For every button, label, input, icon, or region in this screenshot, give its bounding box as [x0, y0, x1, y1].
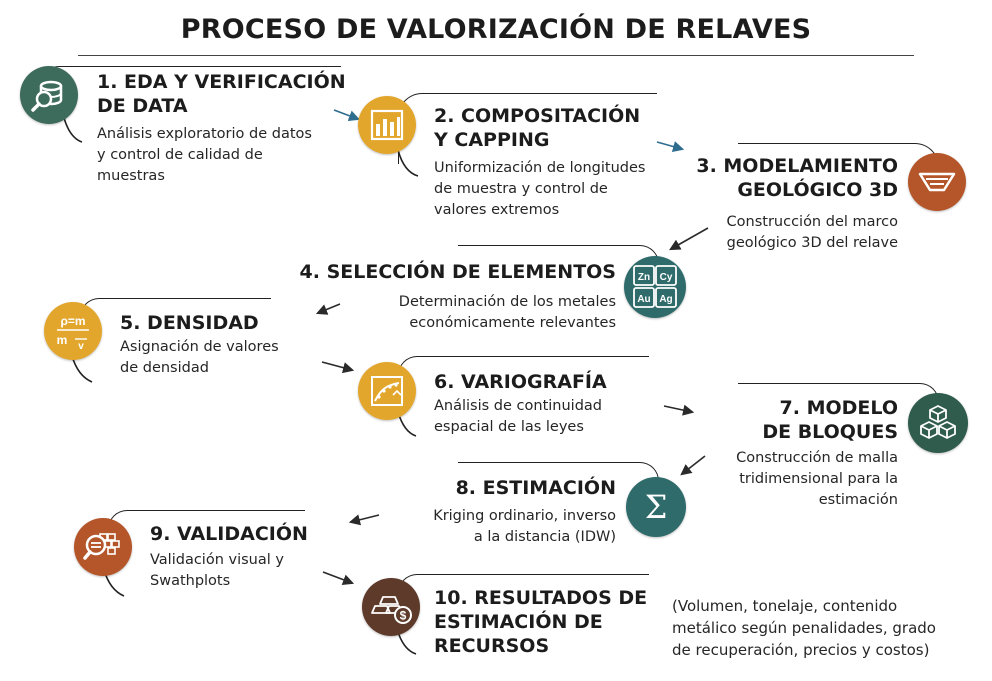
- cubes-icon: [920, 405, 956, 439]
- step-6-desc-line-2: espacial de las leyes: [434, 419, 584, 435]
- step-6-desc-line-1: Análisis de continuidad: [434, 398, 602, 414]
- step-1: 1. EDA Y VERIFICACIÓN DE DATA Análisis e…: [97, 70, 346, 187]
- step-6-title: 6. VARIOGRAFÍA: [434, 371, 607, 393]
- step-7-title-line-2: DE BLOQUES: [762, 421, 898, 443]
- step-2-desc-line-1: Uniformización de longitudes: [434, 160, 646, 176]
- formula-bottom-right: v: [78, 341, 84, 351]
- step-5-icon-circle: ρ=m m v: [44, 302, 102, 360]
- step-9-desc-line-1: Validación visual y: [150, 552, 284, 568]
- step-4-title: 4. SELECCIÓN DE ELEMENTOS: [299, 261, 616, 283]
- step-7-title: 7. MODELO: [779, 397, 898, 419]
- arrow-7-8: [680, 455, 706, 476]
- arrow-1-2: [333, 109, 361, 122]
- element-au: Au: [637, 294, 650, 305]
- note-line-1: (Volumen, tonelaje, contenido: [672, 597, 898, 615]
- step-2-desc-line-3: valores extremos: [434, 202, 560, 218]
- step-7-desc-line-2: tridimensional para la: [739, 471, 898, 487]
- element-ag: Ag: [659, 294, 672, 305]
- step-3-title-line-2: GEOLÓGICO 3D: [737, 179, 898, 201]
- arrow-9-10: [322, 571, 355, 586]
- page-title: PROCESO DE VALORIZACIÓN DE RELAVES: [180, 14, 812, 45]
- step-8: 8. ESTIMACIÓN Kriging ordinario, inverso…: [433, 476, 616, 548]
- step-9-title: 9. VALIDACIÓN: [150, 523, 308, 545]
- step-1-desc-line-1: Análisis exploratorio de datos: [97, 126, 312, 142]
- step-7-desc-line-1: Construcción de malla: [736, 450, 898, 466]
- step-1-desc-line-2: y control de calidad de: [97, 147, 263, 163]
- step-5-desc-line-1: Asignación de valores: [120, 339, 279, 355]
- step-2-desc-line-2: de muestra y control de: [434, 181, 608, 197]
- element-cy: Cy: [660, 272, 673, 283]
- title-divider: [78, 55, 914, 56]
- arrow-8-9: [348, 514, 380, 526]
- step-5: 5. DENSIDAD Asignación de valores de den…: [120, 311, 279, 379]
- step-2-title-line-2: Y CAPPING: [434, 129, 550, 151]
- arrow-3-4: [669, 227, 709, 251]
- note-line-3: de recuperación, precios y costos): [672, 641, 930, 659]
- arrow-6-7: [663, 404, 695, 416]
- database-search-icon: [31, 80, 63, 112]
- sigma-symbol: Σ: [645, 488, 668, 526]
- step-3: 3. MODELAMIENTO GEOLÓGICO 3D Construcció…: [696, 154, 898, 254]
- step-7: 7. MODELO DE BLOQUES Construcción de mal…: [736, 396, 898, 511]
- results-note: (Volumen, tonelaje, contenido metálico s…: [672, 595, 972, 661]
- validation-icon: [83, 533, 120, 560]
- step-1-title-line-2: DE DATA: [97, 95, 188, 117]
- arrow-5-6: [321, 361, 355, 374]
- step-2: 2. COMPOSITACIÓN Y CAPPING Uniformizació…: [434, 104, 645, 221]
- step-9-icon-circle: [74, 518, 132, 576]
- step-10-title: 10. RESULTADOS DE: [434, 587, 648, 609]
- periodic-elements-icon: Zn Cy Au Ag: [633, 265, 677, 308]
- step-10-icon-circle: $: [362, 578, 420, 636]
- step-5-title: 5. DENSIDAD: [120, 312, 259, 334]
- step-3-icon-circle: [908, 153, 966, 211]
- step-10-title-line-2: ESTIMACIÓN DE: [434, 611, 603, 633]
- step-1-title: 1. EDA Y VERIFICACIÓN: [97, 71, 346, 93]
- step-10: 10. RESULTADOS DE ESTIMACIÓN DE RECURSOS: [434, 586, 647, 658]
- step-9-desc-line-2: Swathplots: [150, 573, 231, 589]
- step-8-desc-line-1: Kriging ordinario, inverso: [433, 508, 616, 524]
- step-3-desc-line-2: geológico 3D del relave: [726, 235, 898, 251]
- density-formula-icon: ρ=m m v: [57, 314, 89, 351]
- step-2-icon-circle: [358, 96, 416, 154]
- step-7-desc-line-3: estimación: [818, 492, 898, 508]
- variogram-icon: [371, 376, 403, 406]
- step-4-desc-line-2: económicamente relevantes: [409, 315, 616, 331]
- bar-chart-icon: [370, 109, 404, 141]
- note-line-2: metálico según penalidades, grado: [672, 619, 936, 637]
- step-9: 9. VALIDACIÓN Validación visual y Swathp…: [150, 522, 308, 592]
- step-4: 4. SELECCIÓN DE ELEMENTOS Determinación …: [300, 260, 616, 334]
- step-4-desc-line-1: Determinación de los metales: [398, 294, 616, 310]
- tailings-pit-icon: [918, 172, 956, 192]
- step-6-icon-circle: [358, 362, 416, 420]
- step-8-icon-circle: Σ: [626, 477, 686, 537]
- step-1-desc-line-3: muestras: [97, 168, 165, 184]
- step-4-icon-circle: Zn Cy Au Ag: [624, 256, 686, 318]
- formula-bottom-left: m: [57, 333, 68, 347]
- step-3-desc-line-1: Construcción del marco: [726, 214, 898, 230]
- element-zn: Zn: [638, 272, 650, 283]
- formula-top: ρ=m: [60, 314, 85, 328]
- step-5-desc-line-2: de densidad: [120, 360, 209, 376]
- sigma-icon: Σ: [645, 488, 668, 526]
- step-6: 6. VARIOGRAFÍA Análisis de continuidad e…: [434, 370, 607, 438]
- coin-symbol: $: [400, 609, 407, 623]
- step-7-icon-circle: [908, 393, 968, 453]
- arrow-2-3: [656, 141, 685, 152]
- arrow-4-5: [315, 303, 341, 315]
- step-8-title: 8. ESTIMACIÓN: [455, 477, 616, 499]
- gold-bars-money-icon: $: [371, 596, 412, 624]
- step-10-title-line-3: RECURSOS: [434, 635, 550, 657]
- step-1-icon-circle: [20, 66, 78, 124]
- step-2-title: 2. COMPOSITACIÓN: [434, 105, 641, 127]
- step-3-title: 3. MODELAMIENTO: [696, 155, 898, 177]
- step-8-desc-line-2: a la distancia (IDW): [473, 529, 616, 545]
